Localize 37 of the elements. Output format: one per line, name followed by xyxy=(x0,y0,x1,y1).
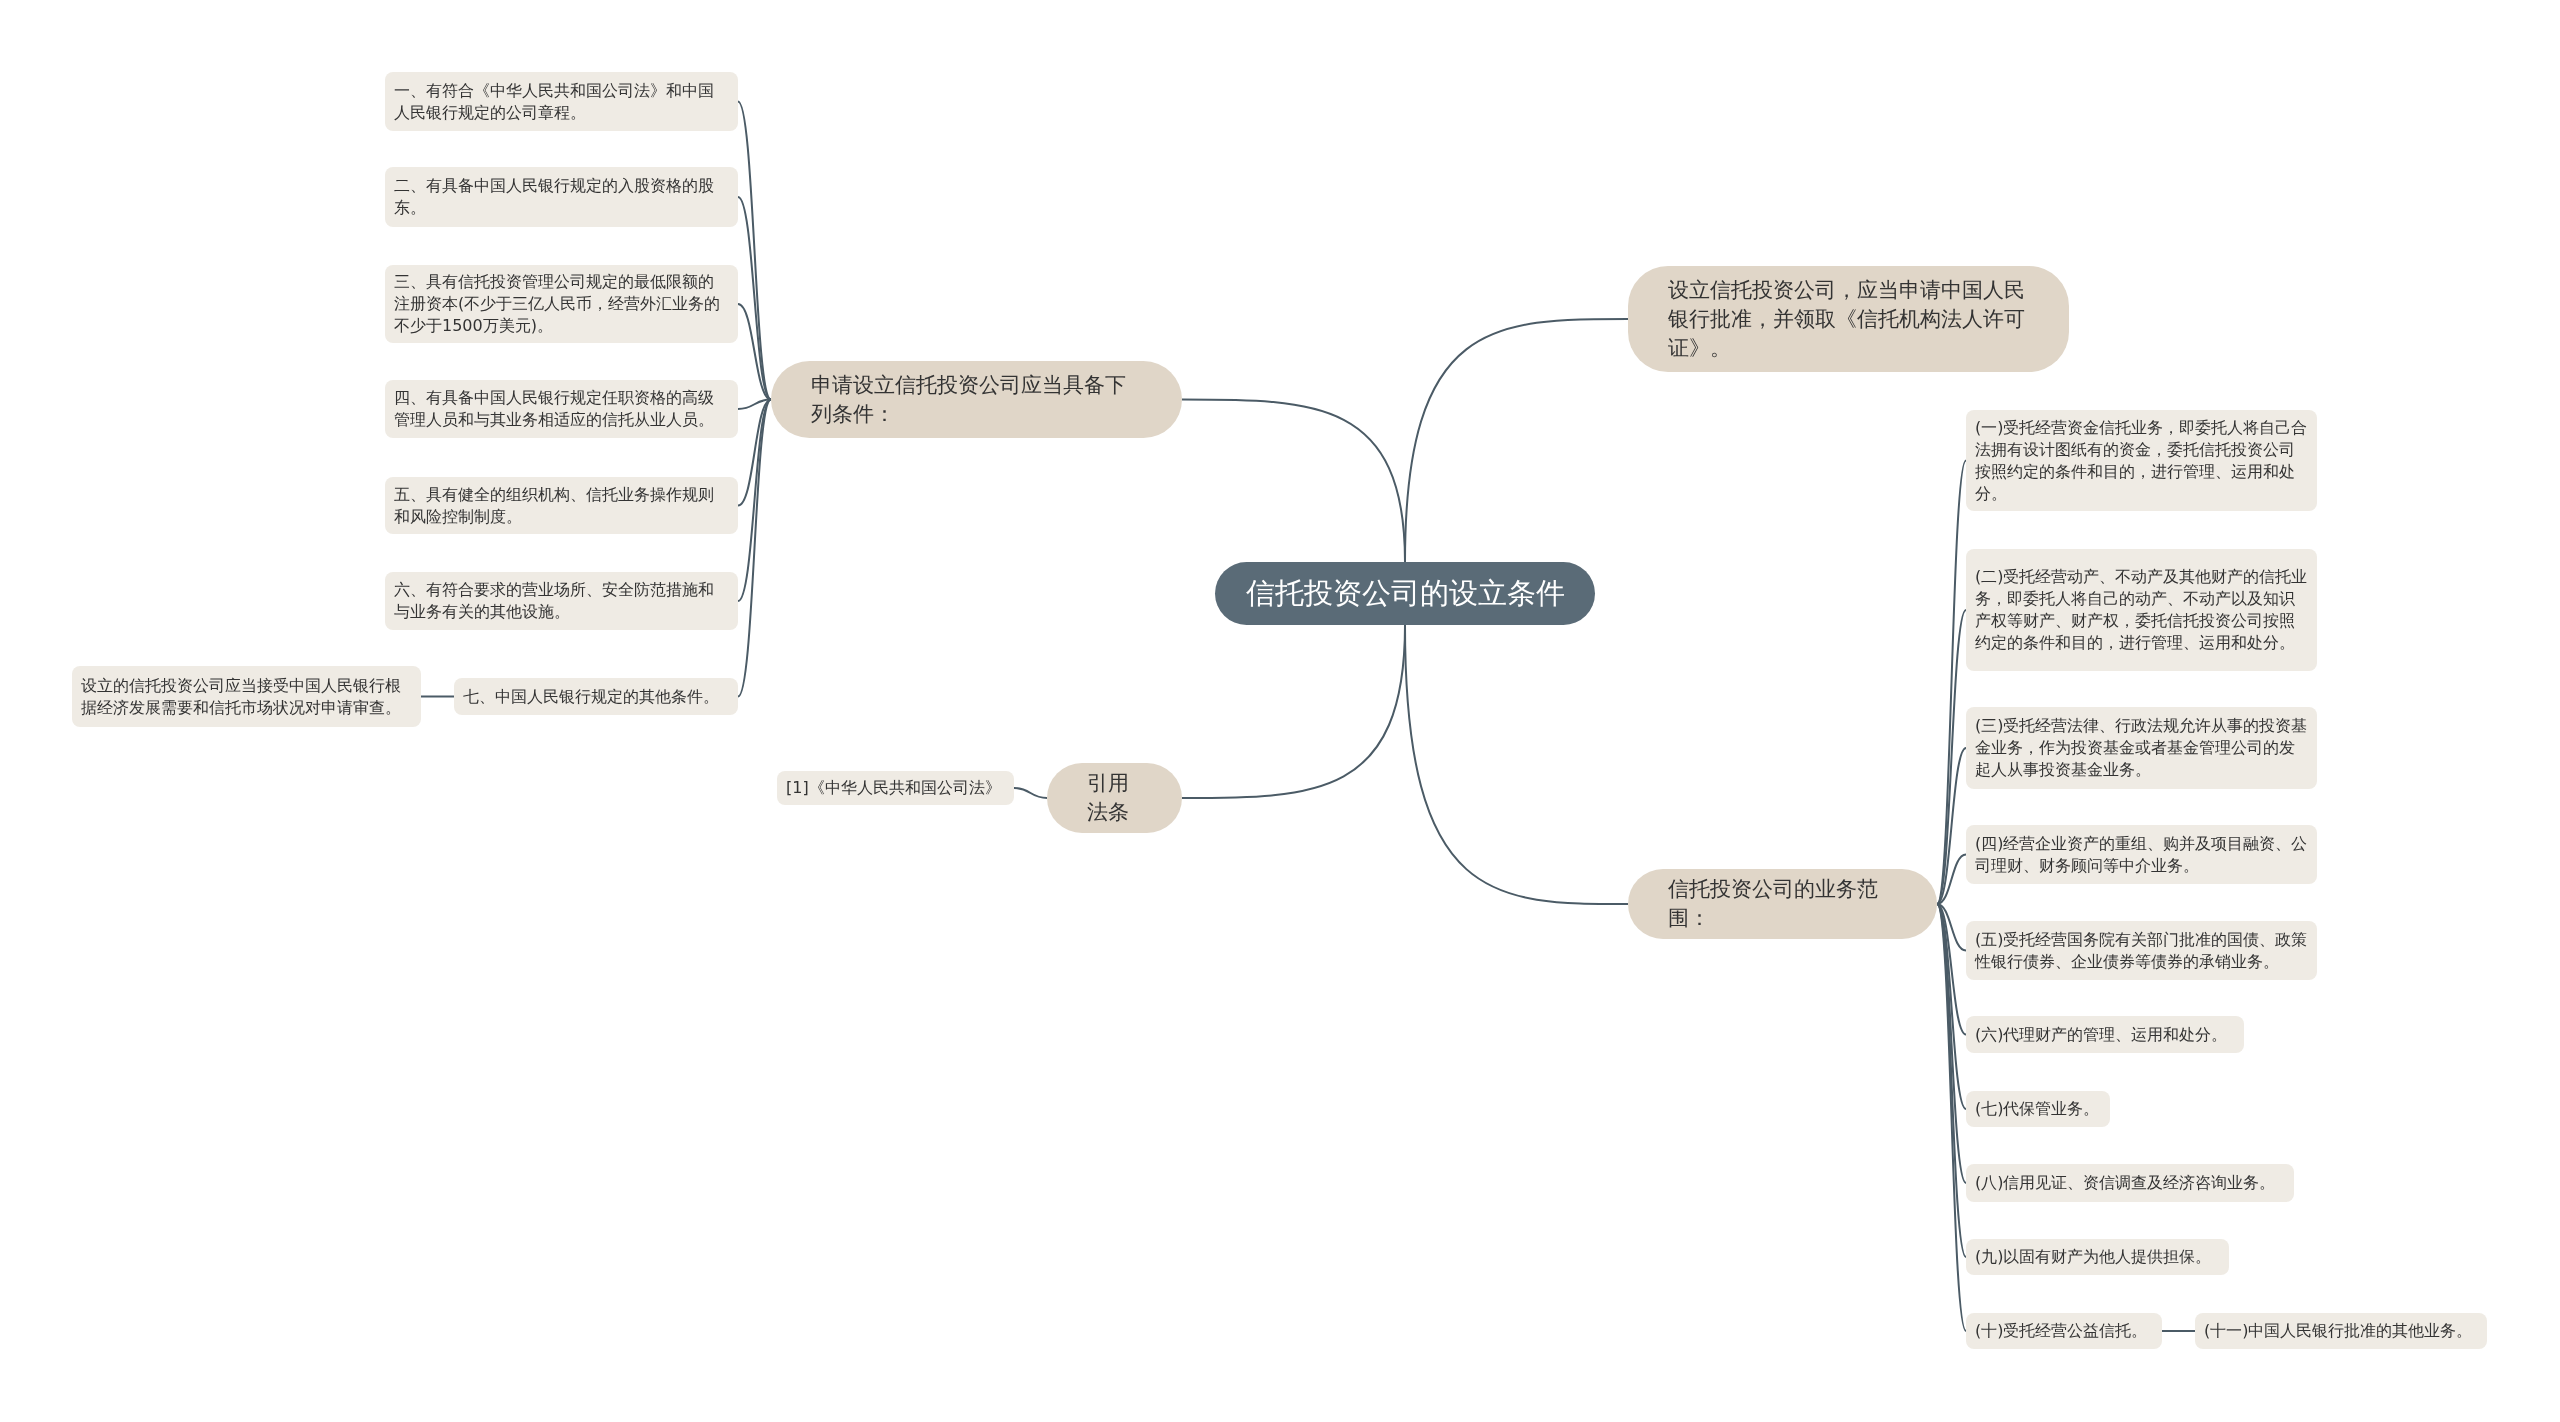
connector-line xyxy=(1936,609,1967,905)
subtopic-box: (二)受托经营动产、不动产及其他财产的信托业务，即委托人将自己的动产、不动产以及知识产权等财产、财产权，委托信托投资公司按照约定的条件和目的，进行管理、运用和处分。 xyxy=(1966,549,2317,671)
subtopic-box: (六)代理财产的管理、运用和处分。 xyxy=(1966,1016,2244,1053)
subtopic-box: 一、有符合《中华人民共和国公司法》和中国人民银行规定的公司章程。 xyxy=(385,72,738,131)
subtopic-box: (十)受托经营公益信托。 xyxy=(1966,1313,2162,1349)
branch-topic: 引用法条 xyxy=(1047,763,1182,833)
subtopic-box: (三)受托经营法律、行政法规允许从事的投资基金业务，作为投资基金或者基金管理公司的发起人从事投资基金业务。 xyxy=(1966,707,2317,789)
connector-line xyxy=(1936,903,1967,1332)
subtopic-box: (七)代保管业务。 xyxy=(1966,1091,2110,1127)
central-topic: 信托投资公司的设立条件 xyxy=(1215,562,1595,625)
subtopic-box: (五)受托经营国务院有关部门批准的国债、政策性银行债券、企业债券等债券的承销业务。 xyxy=(1966,921,2317,980)
subtopic-box: (一)受托经营资金信托业务，即委托人将自己合法拥有设计图纸有的资金，委托信托投资公司按照约定的条件和目的，进行管理、运用和处分。 xyxy=(1966,410,2317,511)
connector-line xyxy=(737,398,772,698)
connector-line xyxy=(420,695,455,698)
subtopic-box: (四)经营企业资产的重组、购并及项目融资、公司理财、财务顾问等中介业务。 xyxy=(1966,825,2317,884)
subtopic-box: [1]《中华人民共和国公司法》 xyxy=(777,771,1014,805)
subtopic-box: 四、有具备中国人民银行规定任职资格的高级管理人员和与其业务相适应的信托从业人员。 xyxy=(385,380,738,438)
subtopic-box: (八)信用见证、资信调查及经济咨询业务。 xyxy=(1966,1164,2294,1202)
subtopic-box: 二、有具备中国人民银行规定的入股资格的股东。 xyxy=(385,167,738,227)
subtopic-box: 七、中国人民银行规定的其他条件。 xyxy=(454,678,738,715)
connector-line xyxy=(1936,853,1967,905)
subtopic-box: 五、具有健全的组织机构、信托业务操作规则和风险控制制度。 xyxy=(385,477,738,534)
connector-line xyxy=(737,100,772,401)
branch-topic: 信托投资公司的业务范围： xyxy=(1628,869,1937,939)
subtopic-box: 设立的信托投资公司应当接受中国人民银行根据经济发展需要和信托市场状况对申请审查。 xyxy=(72,666,421,727)
connector-line xyxy=(1936,903,1967,952)
connector-line xyxy=(1936,747,1967,905)
connector-line xyxy=(2161,1330,2196,1332)
subtopic-box: (十一)中国人民银行批准的其他业务。 xyxy=(2195,1313,2487,1349)
connector-line xyxy=(1404,318,1629,563)
branch-topic: 设立信托投资公司，应当申请中国人民银行批准，并领取《信托机构法人许可证》。 xyxy=(1628,266,2069,372)
connector-line xyxy=(1181,624,1406,799)
subtopic-box: 六、有符合要求的营业场所、安全防范措施和与业务有关的其他设施。 xyxy=(385,572,738,630)
subtopic-box: 三、具有信托投资管理公司规定的最低限额的注册资本(不少于三亿人民币，经营外汇业务的不少于1500万美元)。 xyxy=(385,265,738,343)
branch-topic: 申请设立信托投资公司应当具备下列条件： xyxy=(771,361,1182,438)
subtopic-box: (九)以固有财产为他人提供担保。 xyxy=(1966,1239,2229,1275)
connector-line xyxy=(1013,787,1048,799)
